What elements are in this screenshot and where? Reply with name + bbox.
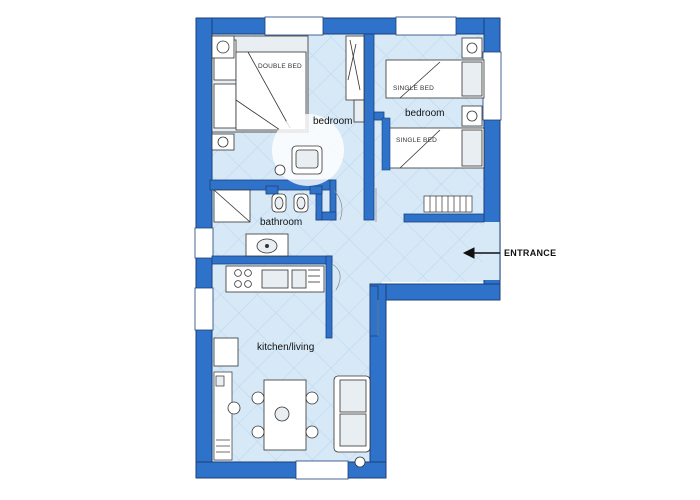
entrance-label: ENTRANCE [504, 248, 557, 258]
entrance-arrow-icon [462, 247, 500, 259]
room-label-bathroom: bathroom [260, 217, 303, 228]
kitchen-counter [225, 265, 325, 293]
dining-table [263, 379, 307, 451]
interior-walls [209, 33, 485, 339]
window-top-left [264, 16, 324, 36]
plant-icon [274, 164, 286, 176]
plant-icon-living [354, 456, 366, 468]
single-bed-top [385, 59, 485, 99]
entrance-door[interactable] [483, 222, 501, 280]
room-label-kitchen-living: kitchen/living [257, 342, 315, 353]
wardrobe [345, 35, 365, 123]
window-left-bath [194, 227, 214, 259]
window-top-right [395, 16, 457, 36]
door-swings [331, 188, 379, 336]
window-right-bedroom [482, 51, 502, 121]
shelf-unit [213, 371, 233, 461]
room-label-bedroom-second: bedroom [405, 108, 445, 119]
furniture-label-single-bed-bottom: SINGLE BED [396, 137, 438, 144]
single-bed-bottom [385, 127, 485, 169]
radiator [423, 195, 473, 213]
window-left-kitchen [194, 287, 214, 331]
windows [194, 16, 502, 480]
bed-frame-blue [381, 117, 391, 171]
armchair [291, 145, 323, 175]
furniture-label-single-bed-top: SINGLE BED [393, 85, 435, 92]
furniture-label-double-bed: DOUBLE BED [258, 63, 302, 70]
shower-tray [213, 189, 251, 223]
nightstands [211, 35, 235, 151]
room-label-bedroom-main: bedroom [313, 116, 353, 127]
sofa [333, 375, 371, 453]
bidet-and-toilet [271, 193, 309, 213]
bedside-tables [461, 37, 483, 127]
side-cabinet [213, 337, 239, 367]
dining-chairs [251, 391, 319, 439]
washbasin [245, 233, 289, 257]
window-bottom [295, 460, 349, 480]
floor-lamp [227, 401, 241, 415]
